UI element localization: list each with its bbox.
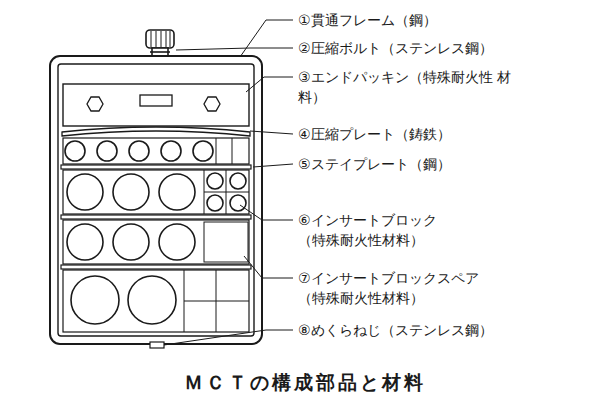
caption: ＭＣＴの構成部品と材料 [184,370,426,396]
part-label: ④圧縮プレート（鋳鉄） [298,124,451,144]
part-label: ⑤ステイプレート（鋼） [298,154,451,174]
part-label: ⑥インサートブロック （特殊耐火性材料） [298,210,458,250]
part-label: ③エンドパッキン（特殊耐火性 材料） [298,67,513,107]
part-label: ②圧縮ボルト（ステンレス鋼） [298,38,493,58]
part-label: ①貫通フレーム（鋼） [298,10,437,30]
part-label: ⑦インサートブロックスペア （特殊耐火性材料） [298,268,503,308]
part-label: ⑧めくらねじ（ステンレス鋼） [298,320,493,340]
